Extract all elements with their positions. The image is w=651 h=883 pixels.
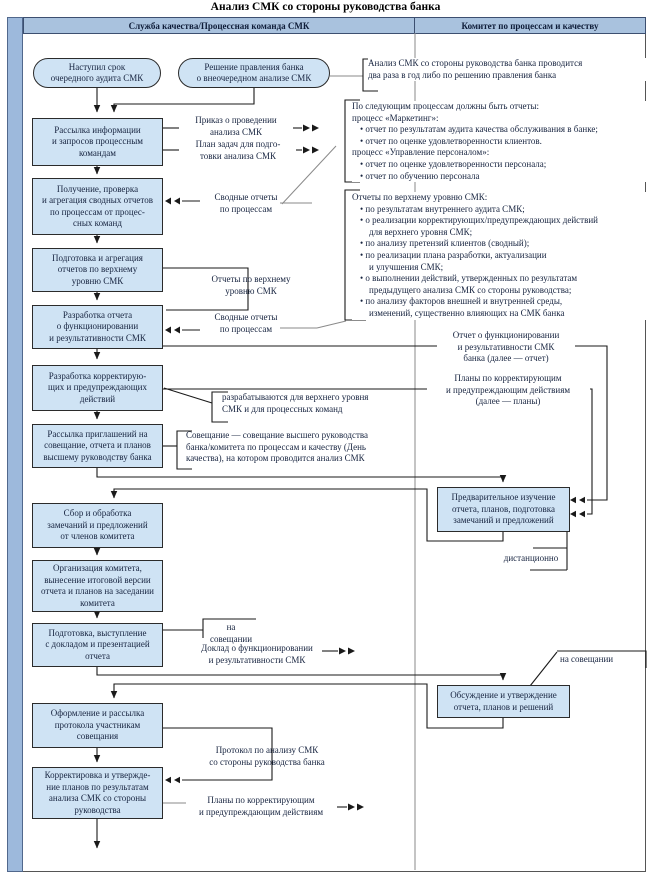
annotation-review-frequency: Анализ СМК со стороны руководства банка … bbox=[368, 58, 646, 81]
lane-header-committee: Комитет по процессам и качеству bbox=[414, 17, 646, 34]
label-doklad: Доклад о функционировании и результативн… bbox=[201, 643, 313, 665]
label-distancionno: дистанционно bbox=[503, 553, 559, 563]
label-svodnye-2: Сводные отчеты по процессам bbox=[214, 312, 278, 334]
label-na-soveshchanii-right: на совещании bbox=[560, 654, 614, 664]
step-adjust-approve-plans: Корректировка и утвержде- ние планов по … bbox=[32, 767, 163, 819]
step-prepare-top-level-reports: Подготовка и агрегация отчетов по верхне… bbox=[32, 248, 163, 292]
label-prikaz: Приказ о проведении анализа СМК bbox=[195, 115, 277, 137]
label-protokol: Протокол по анализу СМК со стороны руков… bbox=[209, 745, 325, 767]
label-na-soveshchanii-left: на совещании bbox=[209, 622, 253, 644]
start-board-decision: Решение правления банка о внеочередном а… bbox=[178, 58, 330, 88]
annotation-developed-for: разрабатываются для верхнего уровня СМК … bbox=[222, 392, 369, 414]
step-presentation-report: Подготовка, выступление с докладом и пре… bbox=[32, 623, 163, 667]
label-plany-final: Планы по корректирующим и предупреждающи… bbox=[198, 795, 324, 817]
start-audit-due: Наступил срок очередного аудита СМК bbox=[33, 58, 161, 88]
lane-header-quality-service: Служба качества/Процессная команда СМК bbox=[23, 17, 415, 34]
note-process-reports: По следующим процессам должны быть отчет… bbox=[352, 101, 648, 183]
label-plany-right: Планы по корректирующим и предупреждающи… bbox=[428, 373, 588, 408]
diagram-title: Анализ СМК со стороны руководства банка bbox=[210, 1, 441, 13]
step-preliminary-review: Предварительное изучение отчета, планов,… bbox=[437, 487, 570, 532]
step-develop-corrective-actions: Разработка корректирую- щих и предупрежд… bbox=[32, 365, 163, 411]
step-mailing-info: Рассылка информации и запросов процессны… bbox=[32, 118, 163, 166]
step-send-invitations: Рассылка приглашений на совещание, отчет… bbox=[32, 424, 163, 468]
label-plan-zadach: План задач для подго- товки анализа СМК bbox=[195, 139, 281, 161]
step-send-protocol: Оформление и рассылка протокола участник… bbox=[32, 703, 163, 748]
step-develop-smk-report: Разработка отчета о функционировании и р… bbox=[32, 305, 163, 349]
step-discuss-approve: Обсуждение и утверждение отчета, планов … bbox=[437, 685, 570, 718]
label-otchet-right: Отчет о функционировании и результативно… bbox=[438, 330, 574, 365]
note-top-level-reports: Отчеты по верхнему уровню СМК:• по резул… bbox=[352, 192, 648, 320]
step-collect-feedback: Сбор и обработка замечаний и предложений… bbox=[32, 503, 163, 548]
annotation-soveshchanie-definition: Совещание — совещание высшего руководств… bbox=[186, 430, 369, 463]
step-receive-aggregate-reports: Получение, проверка и агрегация сводных … bbox=[32, 178, 163, 235]
left-sidebar-bar bbox=[7, 17, 23, 872]
label-otchety-verh: Отчеты по верхнему уровню СМК bbox=[211, 274, 291, 296]
step-organize-committee: Организация комитета, вынесение итоговой… bbox=[32, 560, 163, 612]
label-svodnye-1: Сводные отчеты по процессам bbox=[214, 192, 278, 214]
